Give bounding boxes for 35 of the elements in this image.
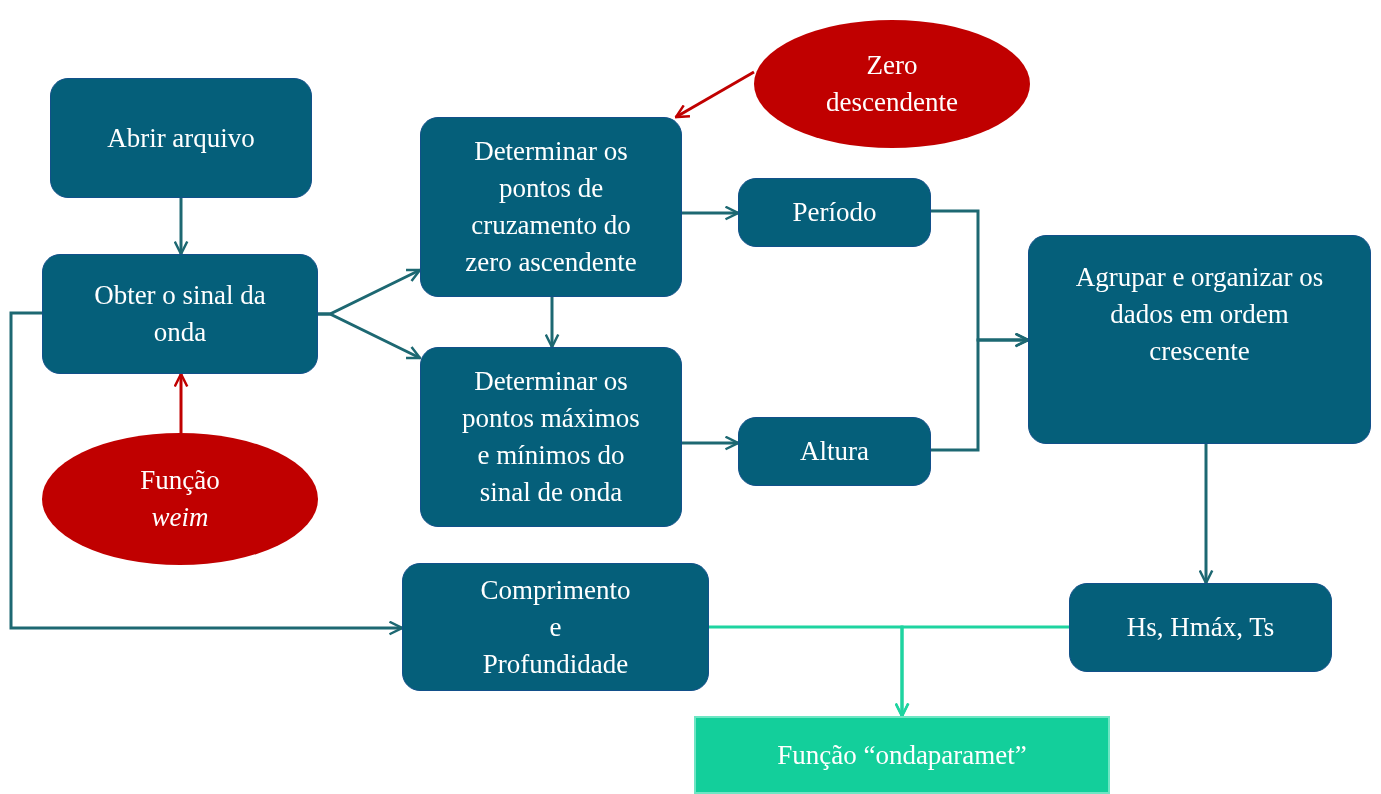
box-label: Obter o sinal da onda <box>93 279 267 349</box>
box-label: Período <box>791 196 878 229</box>
arrow <box>1198 444 1214 585</box>
callout-ellipse <box>754 20 1030 148</box>
box-label: Hs, Hmáx, Ts <box>1125 611 1276 644</box>
box-label: Comprimento e Profundidade <box>479 573 632 681</box>
arrow <box>9 311 404 636</box>
arrow <box>318 312 422 360</box>
process-box <box>402 563 709 691</box>
box-label: Determinar os pontos de cruzamento do zero ascendente <box>464 135 638 279</box>
process-box <box>420 347 682 527</box>
box-label: Abrir arquivo <box>106 121 256 155</box>
arrow <box>173 372 189 433</box>
box-label: Função weim <box>139 464 221 534</box>
callout-ellipse <box>42 433 318 565</box>
arrow <box>682 435 740 451</box>
process-box <box>1069 583 1332 672</box>
arrow <box>544 297 560 349</box>
box-label: Agrupar e organizar os dados em ordem crescente <box>1074 261 1325 368</box>
arrow <box>682 205 740 221</box>
process-box <box>50 78 312 198</box>
process-box <box>1028 235 1371 444</box>
process-box <box>738 417 931 486</box>
box-label: Determinar os pontos máximos e mínimos do sinal de onda <box>461 365 641 509</box>
arrow <box>674 70 755 119</box>
arrow <box>894 625 1069 718</box>
arrow <box>173 198 189 256</box>
process-box <box>738 178 931 247</box>
function-box <box>694 716 1110 794</box>
process-box <box>42 254 318 374</box>
box-label: Altura <box>799 435 870 468</box>
box-label: Função “ondaparamet” <box>776 738 1028 772</box>
arrow <box>931 332 1030 452</box>
box-label: Zero descendente <box>825 49 959 119</box>
process-box <box>420 117 682 297</box>
